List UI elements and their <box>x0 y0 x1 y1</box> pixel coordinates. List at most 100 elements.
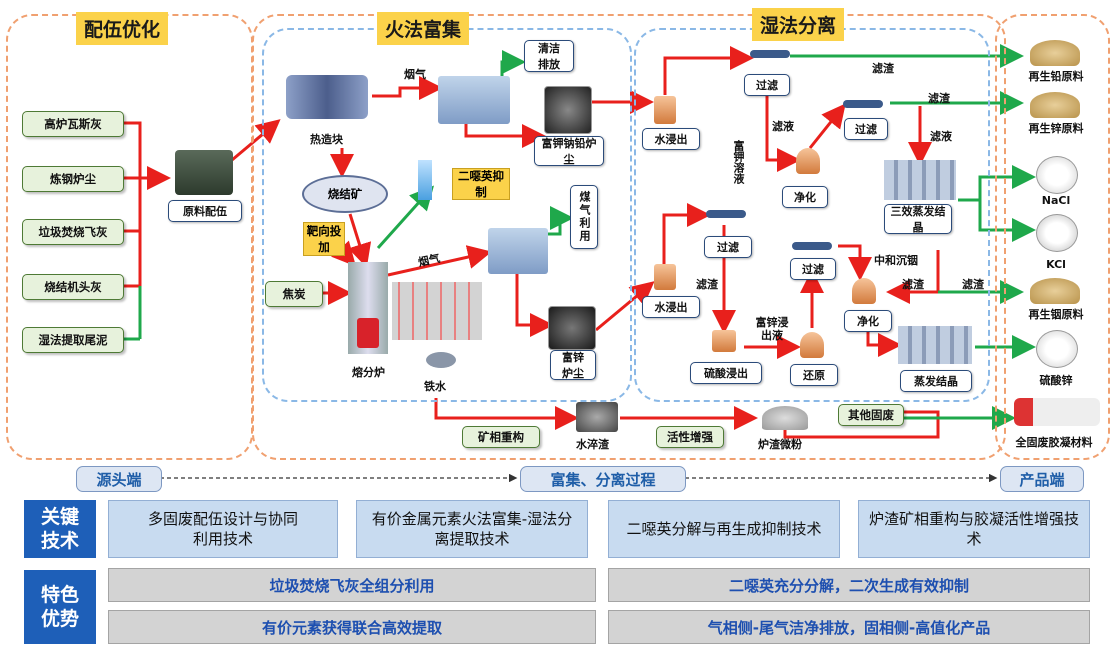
purify-2-label: 净化 <box>844 310 892 332</box>
kpb-dust-box: 富钾钠铅炉尘 <box>534 136 604 166</box>
section-title-hydro: 湿法分离 <box>752 8 845 41</box>
input-sinter-dust: 烧结机头灰 <box>22 274 124 300</box>
advantage-2: 二噁英充分分解，二次生成有效抑制 <box>608 568 1090 602</box>
product-zn: 再生锌原料 <box>1028 122 1084 135</box>
product-nacl: NaCl <box>1041 194 1071 207</box>
residue-4-label: 滤渣 <box>902 278 924 291</box>
neutral-in-label: 中和沉铟 <box>874 254 918 267</box>
key-tech-head: 关键技术 <box>24 500 96 558</box>
residue-in-label: 滤渣 <box>962 278 984 291</box>
smelter-piping-image <box>392 282 482 340</box>
nacl-image <box>1036 156 1078 194</box>
zn-dust-box: 富锌炉尘 <box>550 350 596 380</box>
residue-3-label: 滤渣 <box>696 278 718 291</box>
sinter-ellipse: 烧结矿 <box>302 175 388 213</box>
residue-1-label: 滤渣 <box>872 62 894 75</box>
filter-1-label: 过滤 <box>744 74 790 96</box>
stage-process: 富集、分离过程 <box>520 466 686 492</box>
activity-enhance-box: 活性增强 <box>656 426 724 448</box>
molten-bath <box>357 318 379 348</box>
bag-filter-2-image <box>488 228 548 274</box>
cement-truck-image <box>1014 398 1100 426</box>
product-kcl: KCl <box>1046 258 1066 271</box>
acid-leach-label: 硫酸浸出 <box>690 362 762 384</box>
advantage-4: 气相侧-尾气洁净排放，固相侧-高值化产品 <box>608 610 1090 644</box>
input-wet-tailings: 湿法提取尾泥 <box>22 327 124 353</box>
section-title-pyro: 火法富集 <box>377 12 470 45</box>
slag-powder-label: 炉渣微粉 <box>758 438 802 451</box>
key-tech-4: 炉渣矿相重构与胶凝活性增强技术 <box>858 500 1090 558</box>
input-steel-dust: 炼钢炉尘 <box>22 166 124 192</box>
stage-source: 源头端 <box>76 466 162 492</box>
zn-leachate-label: 富锌浸出液 <box>755 316 789 342</box>
reduce-label: 还原 <box>790 364 838 386</box>
filter-4-label: 过滤 <box>790 258 836 280</box>
bag-filter-1-image <box>438 76 510 124</box>
zn-raw-image <box>1030 92 1080 118</box>
water-slag-image <box>576 402 618 432</box>
purify-1-label: 净化 <box>782 186 828 208</box>
product-cement: 全固废胶凝材料 <box>1015 436 1093 449</box>
filtrate-2-label: 滤液 <box>930 130 952 143</box>
purify-tank-1 <box>796 148 820 174</box>
briquetting-machine-image <box>175 150 233 195</box>
smelter-label: 熔分炉 <box>352 366 385 379</box>
triple-evaporator-image <box>884 160 956 200</box>
kcl-image <box>1036 214 1078 252</box>
znso4-image <box>1036 330 1078 368</box>
key-tech-2: 有价金属元素火法富集-湿法分离提取技术 <box>356 500 588 558</box>
advantage-3: 有价元素获得联合高效提取 <box>108 610 596 644</box>
region-products <box>995 14 1110 460</box>
section-title-batching: 配伍优化 <box>76 12 169 45</box>
filtrate-1-label: 滤液 <box>772 120 794 133</box>
purify-tank-2 <box>852 278 876 304</box>
batching-label: 原料配伍 <box>168 200 242 222</box>
dioxin-suppression-box: 二噁英抑制 <box>452 168 510 200</box>
reduce-tank <box>800 332 824 358</box>
targeted-dosing-box: 靶向投加 <box>303 222 345 256</box>
k-solution-label: 富钾溶液 <box>732 140 745 184</box>
region-process <box>252 14 1006 460</box>
product-znso4: 硫酸锌 <box>1039 374 1073 387</box>
filter-2-label: 过滤 <box>844 118 888 140</box>
mineral-reconstruction-box: 矿相重构 <box>462 426 540 448</box>
clean-emission-box: 清洁排放 <box>524 40 574 72</box>
furnace-image <box>286 75 368 119</box>
kpb-dust-image <box>544 86 592 134</box>
key-tech-1: 多固废配伍设计与协同利用技术 <box>108 500 338 558</box>
filter-press-1 <box>750 50 790 58</box>
gas-utilization-box: 煤气利用 <box>570 185 598 249</box>
leach-tank-1 <box>654 96 676 124</box>
acid-leach-tank <box>712 330 736 352</box>
other-waste-box: 其他固废 <box>838 404 904 426</box>
water-slag-label: 水淬渣 <box>576 438 609 451</box>
in-raw-image <box>1030 278 1080 304</box>
residue-2-label: 滤渣 <box>928 92 950 105</box>
filter-press-3 <box>706 210 746 218</box>
flue-gas-label-1: 烟气 <box>404 68 426 81</box>
filter-press-4 <box>792 242 832 250</box>
evaporator-image <box>898 326 972 364</box>
filter-press-2 <box>843 100 883 108</box>
briquette-label: 热造块 <box>310 133 343 146</box>
product-pb: 再生铅原料 <box>1028 70 1084 83</box>
key-tech-3: 二噁英分解与再生成抑制技术 <box>608 500 840 558</box>
input-blast-furnace-dust: 高炉瓦斯灰 <box>22 111 124 137</box>
advantages-head: 特色优势 <box>24 570 96 644</box>
input-fly-ash: 垃圾焚烧飞灰 <box>22 219 124 245</box>
slag-powder-image <box>762 406 808 430</box>
coke-box: 焦炭 <box>265 281 323 307</box>
stage-product: 产品端 <box>1000 466 1084 492</box>
pb-raw-image <box>1030 40 1080 66</box>
zn-dust-image <box>548 306 596 350</box>
spray-tower-image <box>418 160 432 200</box>
leach-1-label: 水浸出 <box>642 128 700 150</box>
product-in: 再生铟原料 <box>1028 308 1084 321</box>
hot-metal-label: 铁水 <box>424 380 446 393</box>
evap-label: 蒸发结晶 <box>900 370 972 392</box>
filter-3-label: 过滤 <box>704 236 752 258</box>
leach-2-label: 水浸出 <box>642 296 700 318</box>
ladle-image <box>426 352 456 368</box>
advantage-1: 垃圾焚烧飞灰全组分利用 <box>108 568 596 602</box>
leach-tank-2 <box>654 264 676 290</box>
